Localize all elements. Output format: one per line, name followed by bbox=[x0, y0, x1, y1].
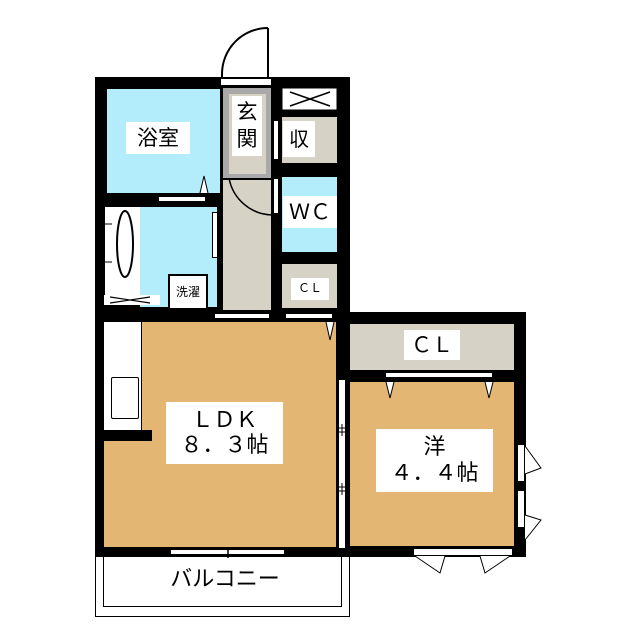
bathroom-label: 浴室 bbox=[126, 122, 190, 154]
laundry-label: 洗濯 bbox=[171, 282, 205, 304]
storage-door bbox=[273, 120, 279, 160]
closet-western-label: ＣＬ bbox=[404, 330, 460, 360]
washbasin-area bbox=[104, 207, 140, 303]
balcony bbox=[95, 557, 350, 617]
bath-door bbox=[158, 196, 206, 202]
east-window-2 bbox=[517, 490, 525, 528]
closet-small-label: ＣＬ bbox=[291, 278, 329, 300]
washroom-side-door bbox=[212, 212, 218, 258]
balcony-label: バルコニー bbox=[170, 567, 280, 593]
balcony-inner bbox=[103, 557, 342, 607]
ldk-size: ８．３帖 bbox=[180, 433, 269, 458]
western-closet-door bbox=[385, 372, 493, 378]
entrance-step bbox=[221, 79, 271, 85]
washroom-door bbox=[214, 313, 270, 319]
toilet-label: ＷＣ bbox=[283, 196, 337, 228]
western-room-label: 洋 ４．４帖 bbox=[376, 429, 493, 492]
entrance-label: 玄関 bbox=[232, 96, 262, 156]
closet-door bbox=[285, 313, 333, 319]
wc-door bbox=[273, 178, 279, 214]
western-room-size: ４．４帖 bbox=[390, 460, 479, 486]
ldk-label: ＬＤＫ ８．３帖 bbox=[166, 402, 283, 464]
south-windows bbox=[413, 548, 513, 556]
ldk-name: ＬＤＫ bbox=[191, 407, 258, 433]
storage-label: 収 bbox=[283, 121, 315, 157]
sink bbox=[111, 377, 139, 419]
kitchen-wall bbox=[104, 430, 152, 441]
hallway bbox=[223, 180, 271, 310]
sliding-partition bbox=[338, 380, 346, 548]
east-window-1 bbox=[517, 444, 525, 482]
western-room-name: 洋 bbox=[423, 435, 446, 461]
